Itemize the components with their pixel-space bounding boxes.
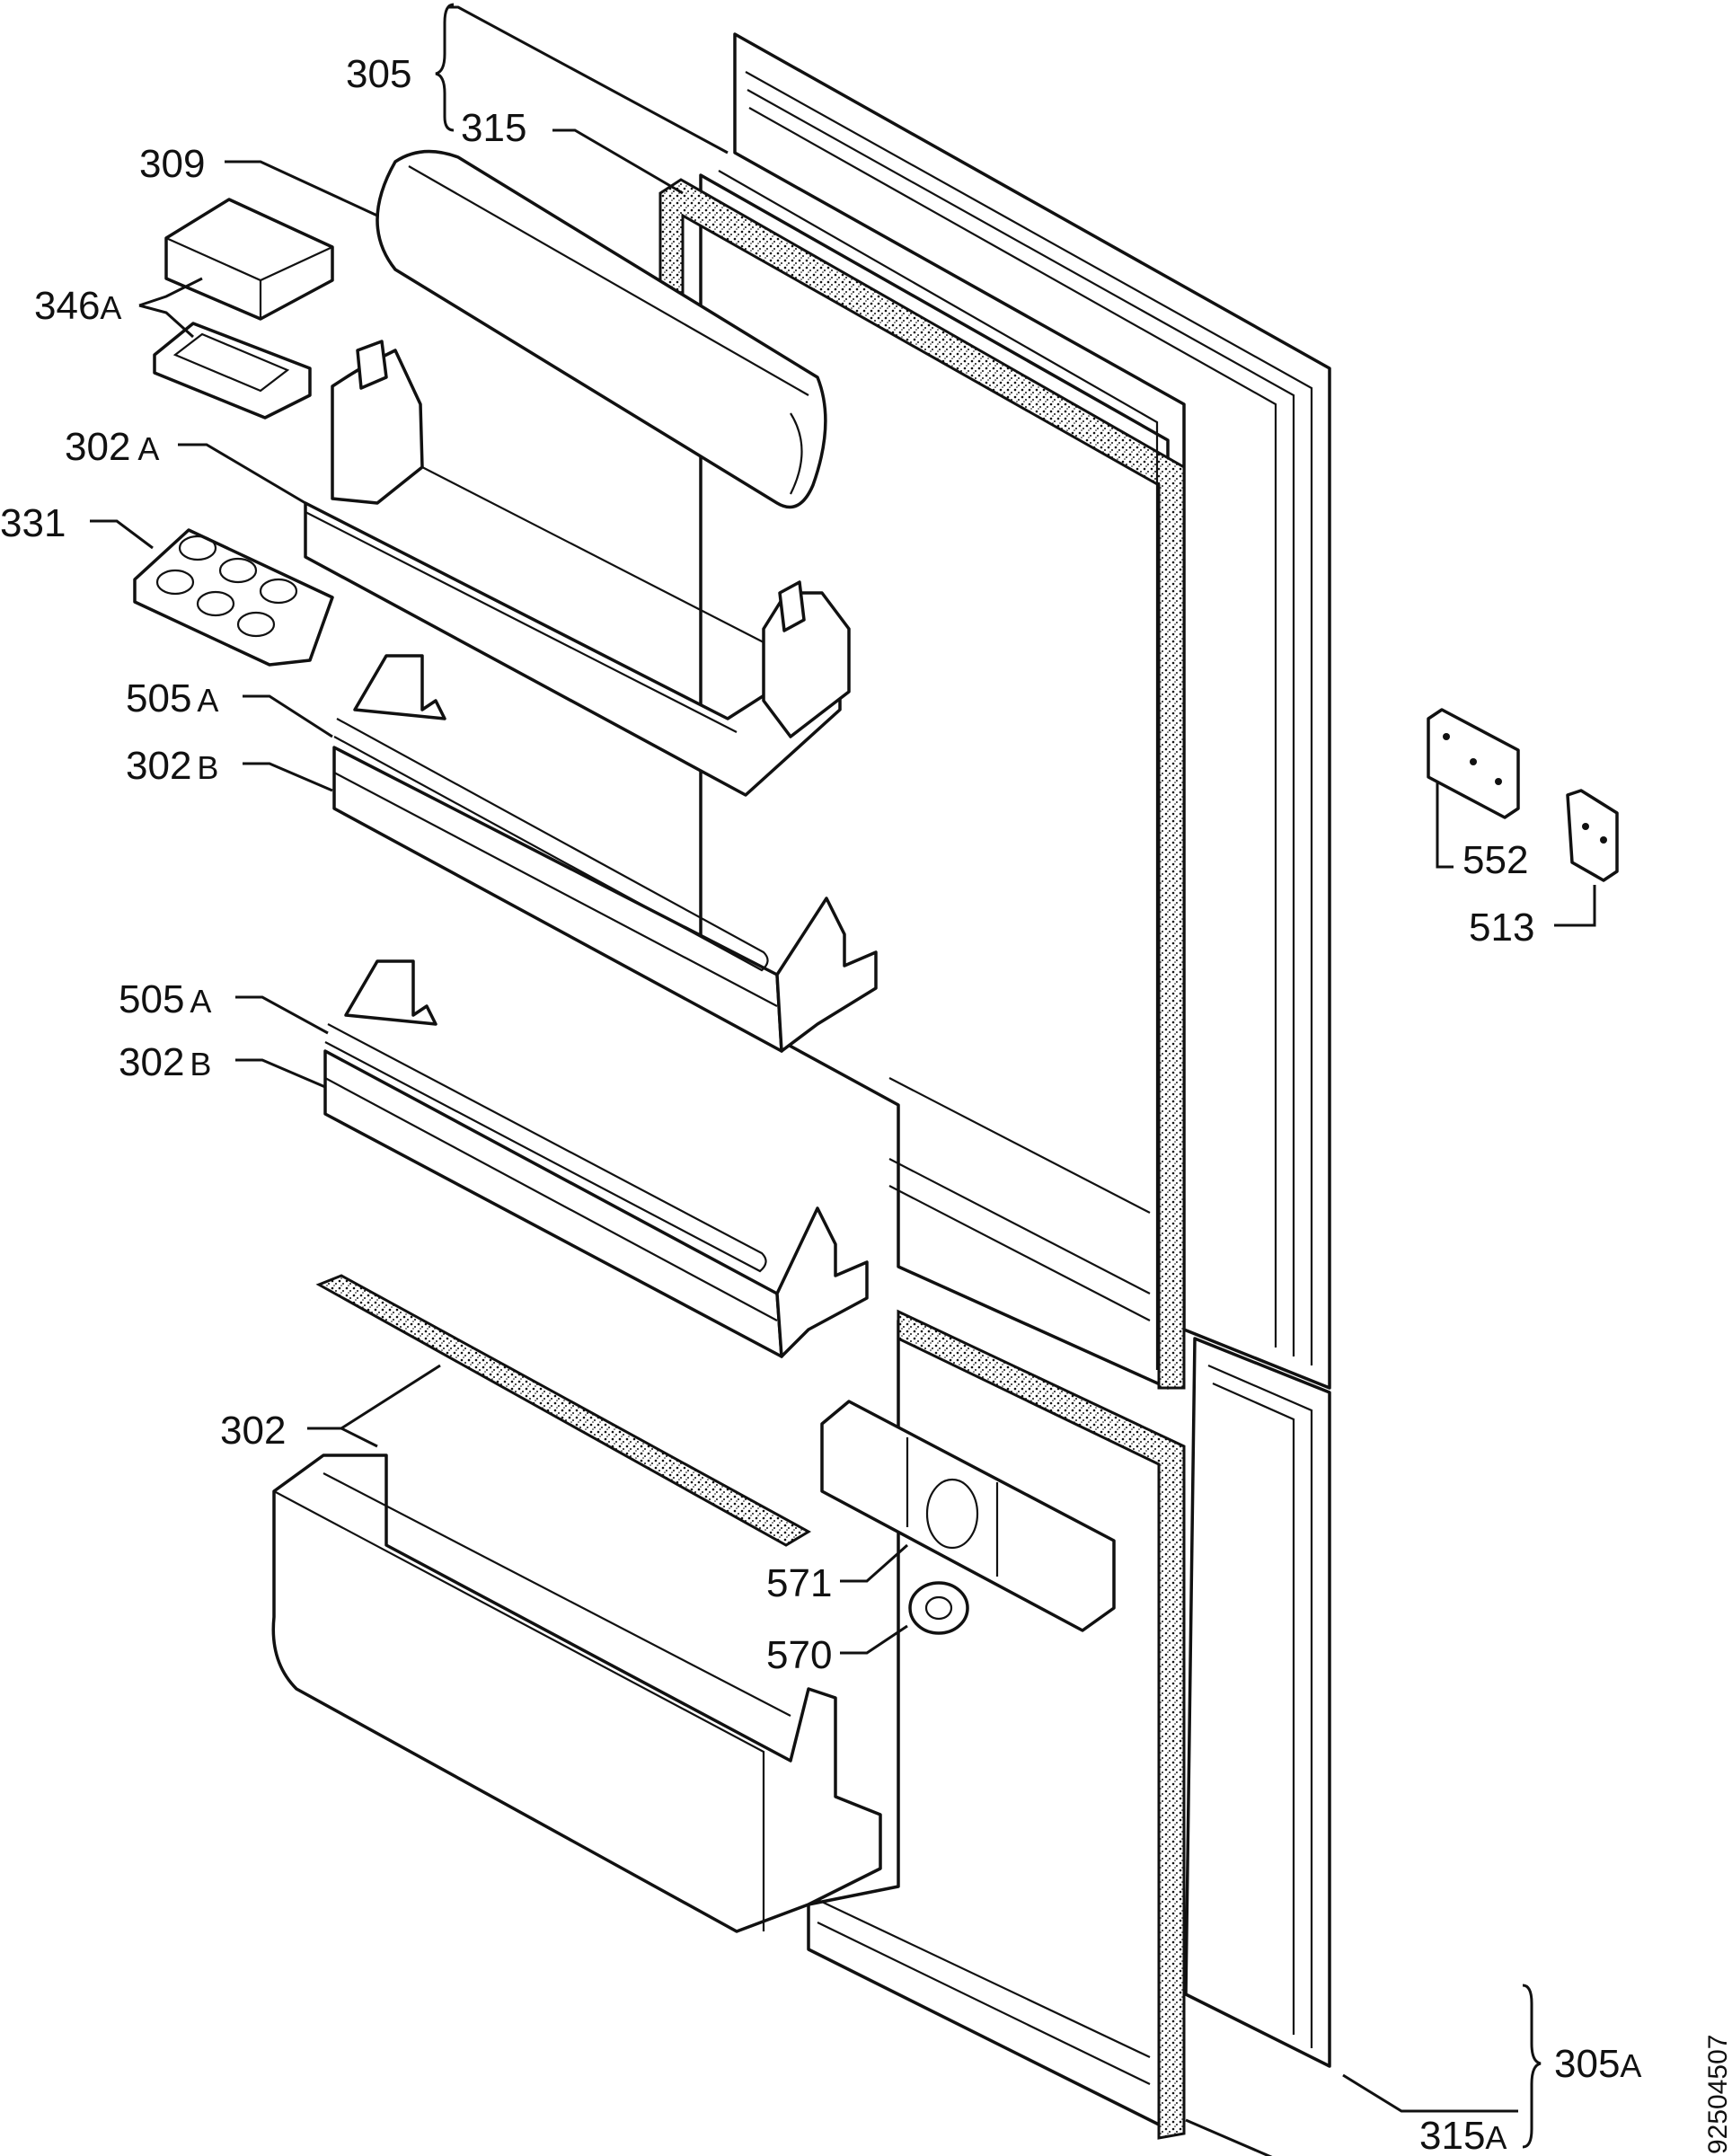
part-309-dairy-cover	[376, 149, 827, 509]
svg-text:305A: 305A	[1554, 2042, 1641, 2086]
svg-text:309: 309	[139, 142, 205, 186]
part-302B-bottle-shelf-2	[323, 959, 869, 1358]
label-315A: 315A	[1419, 2114, 1507, 2156]
svg-text:571: 571	[766, 1561, 832, 1605]
part-513-hinge-plate	[1566, 789, 1619, 882]
label-302: 302	[220, 1409, 286, 1453]
label-331: 331	[0, 501, 66, 545]
svg-text:331: 331	[0, 501, 66, 545]
part-570-thermostat-knob	[908, 1581, 969, 1635]
svg-text:552: 552	[1462, 838, 1528, 882]
part-302-bottom-bin	[271, 1454, 882, 1933]
label-305A: 305A	[1554, 2042, 1641, 2086]
part-552-hinge-bracket	[1427, 708, 1520, 819]
part-571-control-panel	[820, 1400, 1116, 1632]
label-570: 570	[766, 1633, 832, 1677]
svg-text:302: 302	[220, 1409, 286, 1453]
label-305: 305	[346, 52, 411, 96]
label-315: 315	[461, 106, 526, 150]
label-346A: 346A	[34, 284, 121, 328]
part-302B-bottle-shelf-1	[332, 654, 878, 1053]
part-302A-door-shelf	[304, 340, 851, 797]
svg-text:315: 315	[461, 106, 526, 150]
svg-text:346A: 346A	[34, 284, 121, 328]
brace-305	[435, 3, 455, 132]
part-346A-butter-box	[153, 198, 334, 420]
label-571: 571	[766, 1561, 832, 1605]
svg-text:315A: 315A	[1419, 2114, 1507, 2156]
svg-text:513: 513	[1469, 906, 1534, 950]
label-552: 552	[1462, 838, 1528, 882]
label-513: 513	[1469, 906, 1534, 950]
brace-305A	[1522, 1984, 1542, 2149]
drawing-code: 92504507	[1703, 2035, 1732, 2154]
label-309: 309	[139, 142, 205, 186]
part-302-bottle-retainer	[315, 1274, 812, 1547]
svg-text:305: 305	[346, 52, 411, 96]
part-331-egg-tray	[133, 528, 334, 667]
svg-text:570: 570	[766, 1633, 832, 1677]
leader-lines	[90, 5, 1596, 2156]
upper-door-panel	[658, 32, 1331, 1390]
